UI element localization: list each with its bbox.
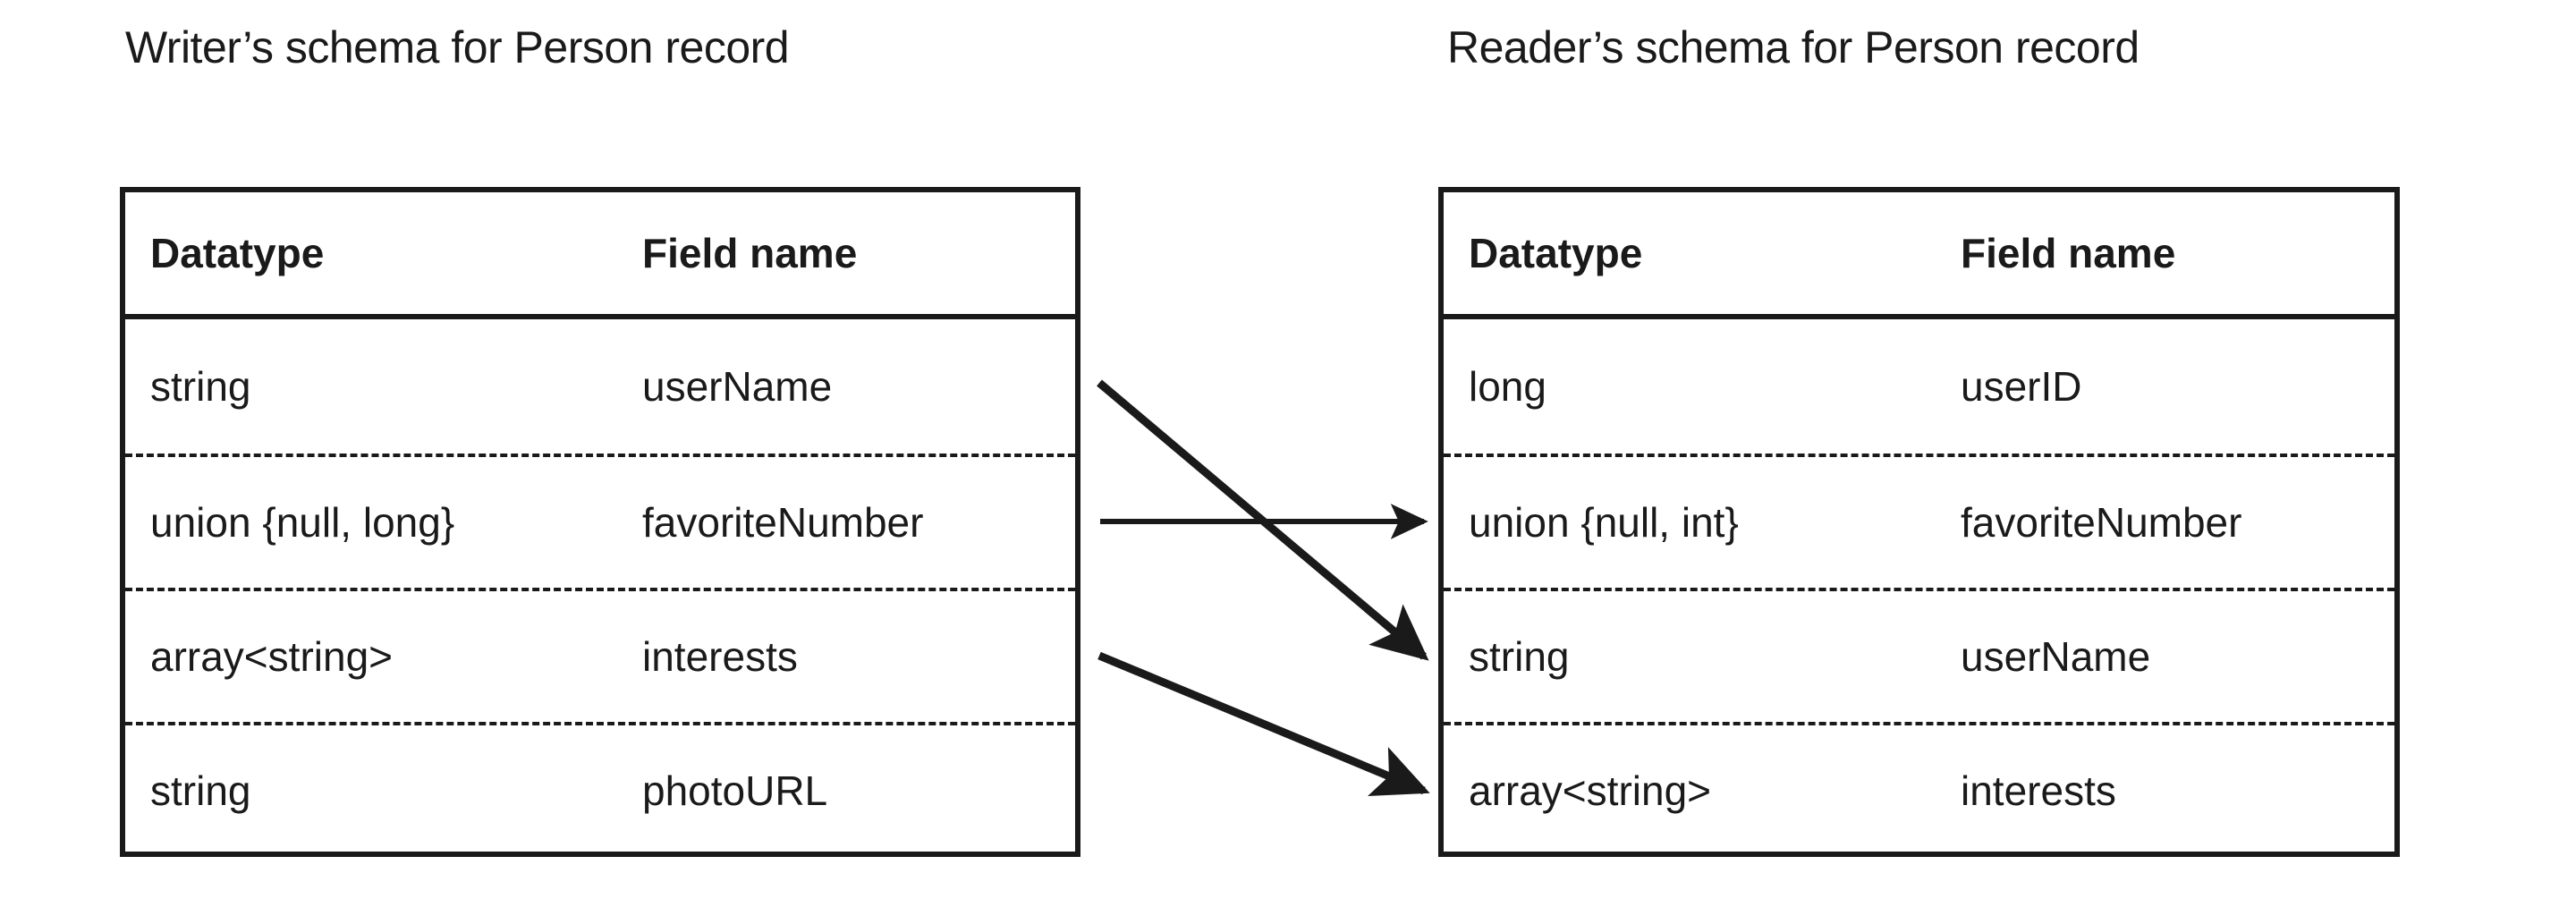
table-row: union {null, int} favoriteNumber xyxy=(1444,454,2394,588)
column-header-datatype: Datatype xyxy=(1469,230,1643,276)
cell-datatype: array<string> xyxy=(1469,767,1712,814)
cell-datatype: union {null, int} xyxy=(1469,498,1739,546)
table-row: string userName xyxy=(125,319,1075,454)
cell-field-name: userName xyxy=(642,362,833,410)
cell-field-name: favoriteNumber xyxy=(1961,498,2242,546)
cell-datatype: string xyxy=(150,362,251,410)
writer-schema-table: Datatype Field name string userName unio… xyxy=(120,187,1080,857)
mapping-arrow-username xyxy=(1097,379,1429,661)
cell-datatype: long xyxy=(1469,362,1546,410)
writer-schema-title: Writer’s schema for Person record xyxy=(125,22,790,72)
table-header-row: Datatype Field name xyxy=(1444,192,2394,319)
column-header-field-name: Field name xyxy=(1961,230,2176,276)
cell-datatype: string xyxy=(150,767,251,814)
table-row: string photoURL xyxy=(125,722,1075,856)
reader-schema-table: Datatype Field name long userID union {n… xyxy=(1438,187,2400,857)
table-row: union {null, long} favoriteNumber xyxy=(125,454,1075,588)
table-row: array<string> interests xyxy=(1444,722,2394,856)
mapping-arrow-interests xyxy=(1097,651,1430,796)
cell-datatype: string xyxy=(1469,632,1570,680)
table-row: string userName xyxy=(1444,588,2394,722)
cell-field-name: userID xyxy=(1961,362,2082,410)
cell-field-name: interests xyxy=(1961,767,2116,814)
cell-datatype: union {null, long} xyxy=(150,498,455,546)
cell-field-name: userName xyxy=(1961,632,2151,680)
column-header-datatype: Datatype xyxy=(150,230,325,276)
table-row: array<string> interests xyxy=(125,588,1075,722)
column-header-field-name: Field name xyxy=(642,230,858,276)
table-row: long userID xyxy=(1444,319,2394,454)
writer-table-body: string userName union {null, long} favor… xyxy=(125,319,1075,856)
cell-datatype: array<string> xyxy=(150,632,394,680)
reader-schema-title: Reader’s schema for Person record xyxy=(1447,22,2140,72)
reader-table-body: long userID union {null, int} favoriteNu… xyxy=(1444,319,2394,856)
cell-field-name: photoURL xyxy=(642,767,828,814)
cell-field-name: favoriteNumber xyxy=(642,498,924,546)
table-header-row: Datatype Field name xyxy=(125,192,1075,319)
cell-field-name: interests xyxy=(642,632,798,680)
